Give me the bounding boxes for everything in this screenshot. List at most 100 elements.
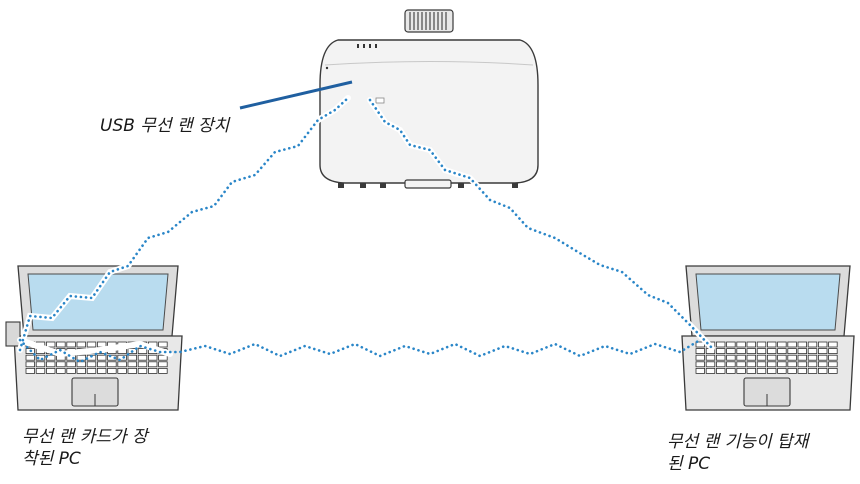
keyboard-key [777,367,787,374]
usb-callout-line [239,80,353,110]
keyboard-key [828,348,838,355]
keyboard-key [828,354,838,361]
keyboard-key [767,367,777,374]
keyboard-key [756,367,767,374]
wireless-card-icon [5,321,21,347]
keyboard-key [746,341,757,348]
keyboard-key [76,361,87,368]
keyboard-key [716,361,726,368]
keyboard-key [726,348,736,355]
keyboard-key [76,354,87,361]
keyboard-key [46,341,56,348]
keyboard-key [76,367,87,374]
keyboard-key [147,367,158,374]
keyboard-key [767,348,777,355]
keyboard-key [807,348,818,355]
keyboard-key [736,367,746,374]
keyboard-key [797,361,808,368]
keyboard-key [46,361,56,368]
keyboard-key [787,354,797,361]
keyboard-key [46,367,56,374]
left-pc-label-line1: 무선 랜 카드가 장 [22,427,148,447]
keyboard-key [767,361,777,368]
keyboard-key [716,341,726,348]
left-laptop [5,265,183,411]
keyboard-key [818,341,828,348]
keyboard-key [25,354,36,361]
keyboard-key [736,354,746,361]
keyboard-key [828,361,838,368]
keyboard-key [726,367,736,374]
keyboard-key [66,341,76,348]
keyboard-key [35,354,46,361]
keyboard-key [25,367,36,374]
keyboard-key [107,354,117,361]
keyboard-key [746,348,757,355]
keyboard-key [66,367,76,374]
keyboard-key [137,348,148,355]
keyboard-key [86,361,97,368]
keyboard-key [777,341,787,348]
keyboard-key [756,354,767,361]
keyboard-key [818,367,828,374]
keyboard-key [807,341,818,348]
keyboard-key [86,341,97,348]
keyboard-key [66,361,76,368]
keyboard-key [695,367,706,374]
keyboard-key [56,341,66,348]
keyboard-key [787,348,797,355]
keyboard-key [797,354,808,361]
keyboard-key [35,367,46,374]
keyboard-key [25,361,36,368]
keyboard-key [716,367,726,374]
keyboard-key [828,367,838,374]
keyboard-key [767,354,777,361]
keyboard-key [97,341,107,348]
keyboard-key [818,354,828,361]
keyboard-key [147,361,158,368]
keyboard-key [86,367,97,374]
right-laptop [681,265,855,411]
keyboard-key [818,348,828,355]
keyboard-key [117,361,127,368]
keyboard-key [756,348,767,355]
keyboard-key [736,361,746,368]
keyboard-key [107,361,117,368]
keyboard-key [818,361,828,368]
keyboard-key [117,354,127,361]
keyboard-key [736,341,746,348]
keyboard-key [137,361,148,368]
left-pc-label-line2: 착된 PC [22,449,81,469]
keyboard-key [127,367,138,374]
keyboard-key [35,361,46,368]
keyboard-key [828,341,838,348]
keyboard-key [777,361,787,368]
keyboard-key [158,367,168,374]
keyboard-key [746,367,757,374]
keyboard-key [127,354,138,361]
keyboard-key [756,341,767,348]
keyboard-key [56,367,66,374]
usb-device-label: USB 무선 랜 장치 [100,116,230,136]
projector [319,9,539,189]
keyboard-key [746,354,757,361]
signal-path-left-to-right [18,338,702,364]
keyboard-key [797,341,808,348]
keyboard-key [807,354,818,361]
keyboard-key [716,348,726,355]
keyboard-key [97,361,107,368]
keyboard-key [705,367,716,374]
keyboard-key [137,367,148,374]
keyboard-key [787,367,797,374]
keyboard-key [158,361,168,368]
keyboard-key [797,367,808,374]
keyboard-key [127,361,138,368]
keyboard-key [158,354,168,361]
keyboard-key [736,348,746,355]
keyboard-key [807,361,818,368]
keyboard-key [695,361,706,368]
keyboard-key [137,354,148,361]
keyboard-key [726,361,736,368]
